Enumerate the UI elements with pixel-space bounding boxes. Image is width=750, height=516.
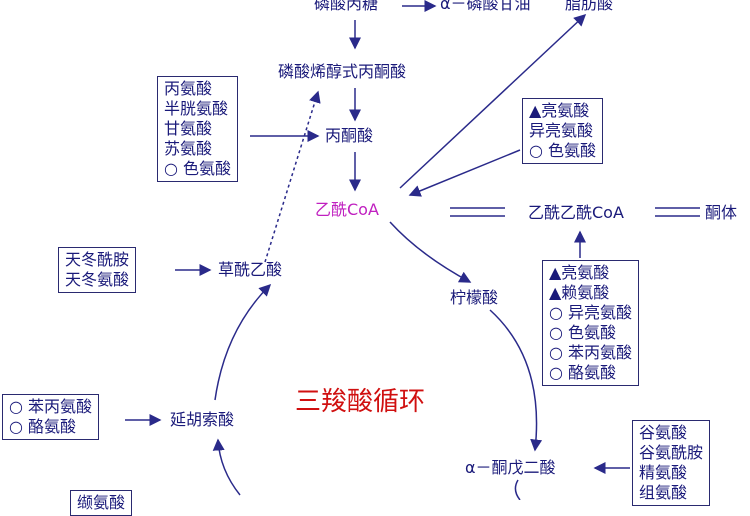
list-item: ○ 苯丙氨酸 xyxy=(9,397,93,416)
box-fumarate-sources: ○ 苯丙氨酸○ 酪氨酸 xyxy=(2,394,100,440)
node-acetoacetyl-coa: 乙酰乙酰CoA xyxy=(528,203,624,222)
arrow-oxalo-pep-dotted xyxy=(264,90,321,263)
node-triose: 磷酸丙糖 xyxy=(314,0,379,13)
list-item: 组氨酸 xyxy=(639,483,688,502)
box-acetoacetyl-sources: ▲亮氨酸▲赖氨酸○ 异亮氨酸○ 色氨酸○ 苯丙氨酸○ 酪氨酸 xyxy=(542,260,640,386)
node-pyruvate: 丙酮酸 xyxy=(325,126,374,145)
node-fumarate: 延胡索酸 xyxy=(170,410,235,429)
list-item: ○ 色氨酸 xyxy=(549,323,617,342)
node-oxaloacetate: 草酰乙酸 xyxy=(218,260,283,279)
list-item: 谷氨酰胺 xyxy=(639,443,704,462)
list-item: 缬氨酸 xyxy=(77,493,126,512)
arrow-acoa-citrate xyxy=(389,221,472,283)
list-item: 精氨酸 xyxy=(639,463,688,482)
cycle-label: 三羧酸循环 xyxy=(295,387,426,417)
list-item: 天冬氨酸 xyxy=(65,270,130,289)
list-item: ○ 异亮氨酸 xyxy=(549,303,633,322)
list-item: 谷氨酸 xyxy=(639,423,688,442)
list-item: ○ 色氨酸 xyxy=(164,159,232,178)
list-item: ○ 苯丙氨酸 xyxy=(549,343,633,362)
node-acetyl-coa: 乙酰CoA xyxy=(315,200,379,219)
list-item: ▲亮氨酸 xyxy=(529,101,590,120)
list-item: 甘氨酸 xyxy=(164,119,213,138)
list-item: ▲亮氨酸 xyxy=(549,263,610,282)
arrow-acoa-fatty xyxy=(399,13,587,189)
list-item: ○ 色氨酸 xyxy=(529,141,597,160)
box-acetylcoa-sources: ▲亮氨酸异亮氨酸○ 色氨酸 xyxy=(522,98,604,164)
box-akg-sources: 谷氨酸谷氨酰胺精氨酸组氨酸 xyxy=(632,420,711,506)
arrow-citrate-akg xyxy=(489,309,543,452)
box-pyruvate-sources: 丙氨酸半胱氨酸甘氨酸苏氨酸○ 色氨酸 xyxy=(157,76,239,182)
arrow-box-acoa xyxy=(408,149,521,197)
node-pep: 磷酸烯醇式丙酮酸 xyxy=(278,62,407,81)
node-glycerol: α－磷酸甘油 xyxy=(440,0,531,13)
list-item: ○ 酪氨酸 xyxy=(9,417,77,436)
list-item: ▲赖氨酸 xyxy=(549,283,610,302)
list-item: 丙氨酸 xyxy=(164,79,213,98)
node-citrate: 柠檬酸 xyxy=(450,288,499,307)
list-item: 异亮氨酸 xyxy=(529,121,594,140)
list-item: 半胱氨酸 xyxy=(164,99,229,118)
list-item: 苏氨酸 xyxy=(164,139,213,158)
list-item: 天冬酰胺 xyxy=(65,250,130,269)
arrow-akg-bottom xyxy=(514,479,521,500)
box-bottom-partial: 缬氨酸 xyxy=(70,490,133,516)
list-item: ○ 酪氨酸 xyxy=(549,363,617,382)
arrow-ketone xyxy=(655,207,700,217)
node-fatty-acid: 脂肪酸 xyxy=(565,0,614,13)
arrow-bottom-fumarate xyxy=(212,438,241,496)
node-ketone: 酮体 xyxy=(705,203,738,222)
box-oxaloacetate-sources: 天冬酰胺天冬氨酸 xyxy=(58,247,137,293)
node-akg: α－酮戊二酸 xyxy=(465,458,556,477)
arrow-fumarate-oxalo xyxy=(214,283,272,401)
arrows-layer xyxy=(125,0,700,500)
